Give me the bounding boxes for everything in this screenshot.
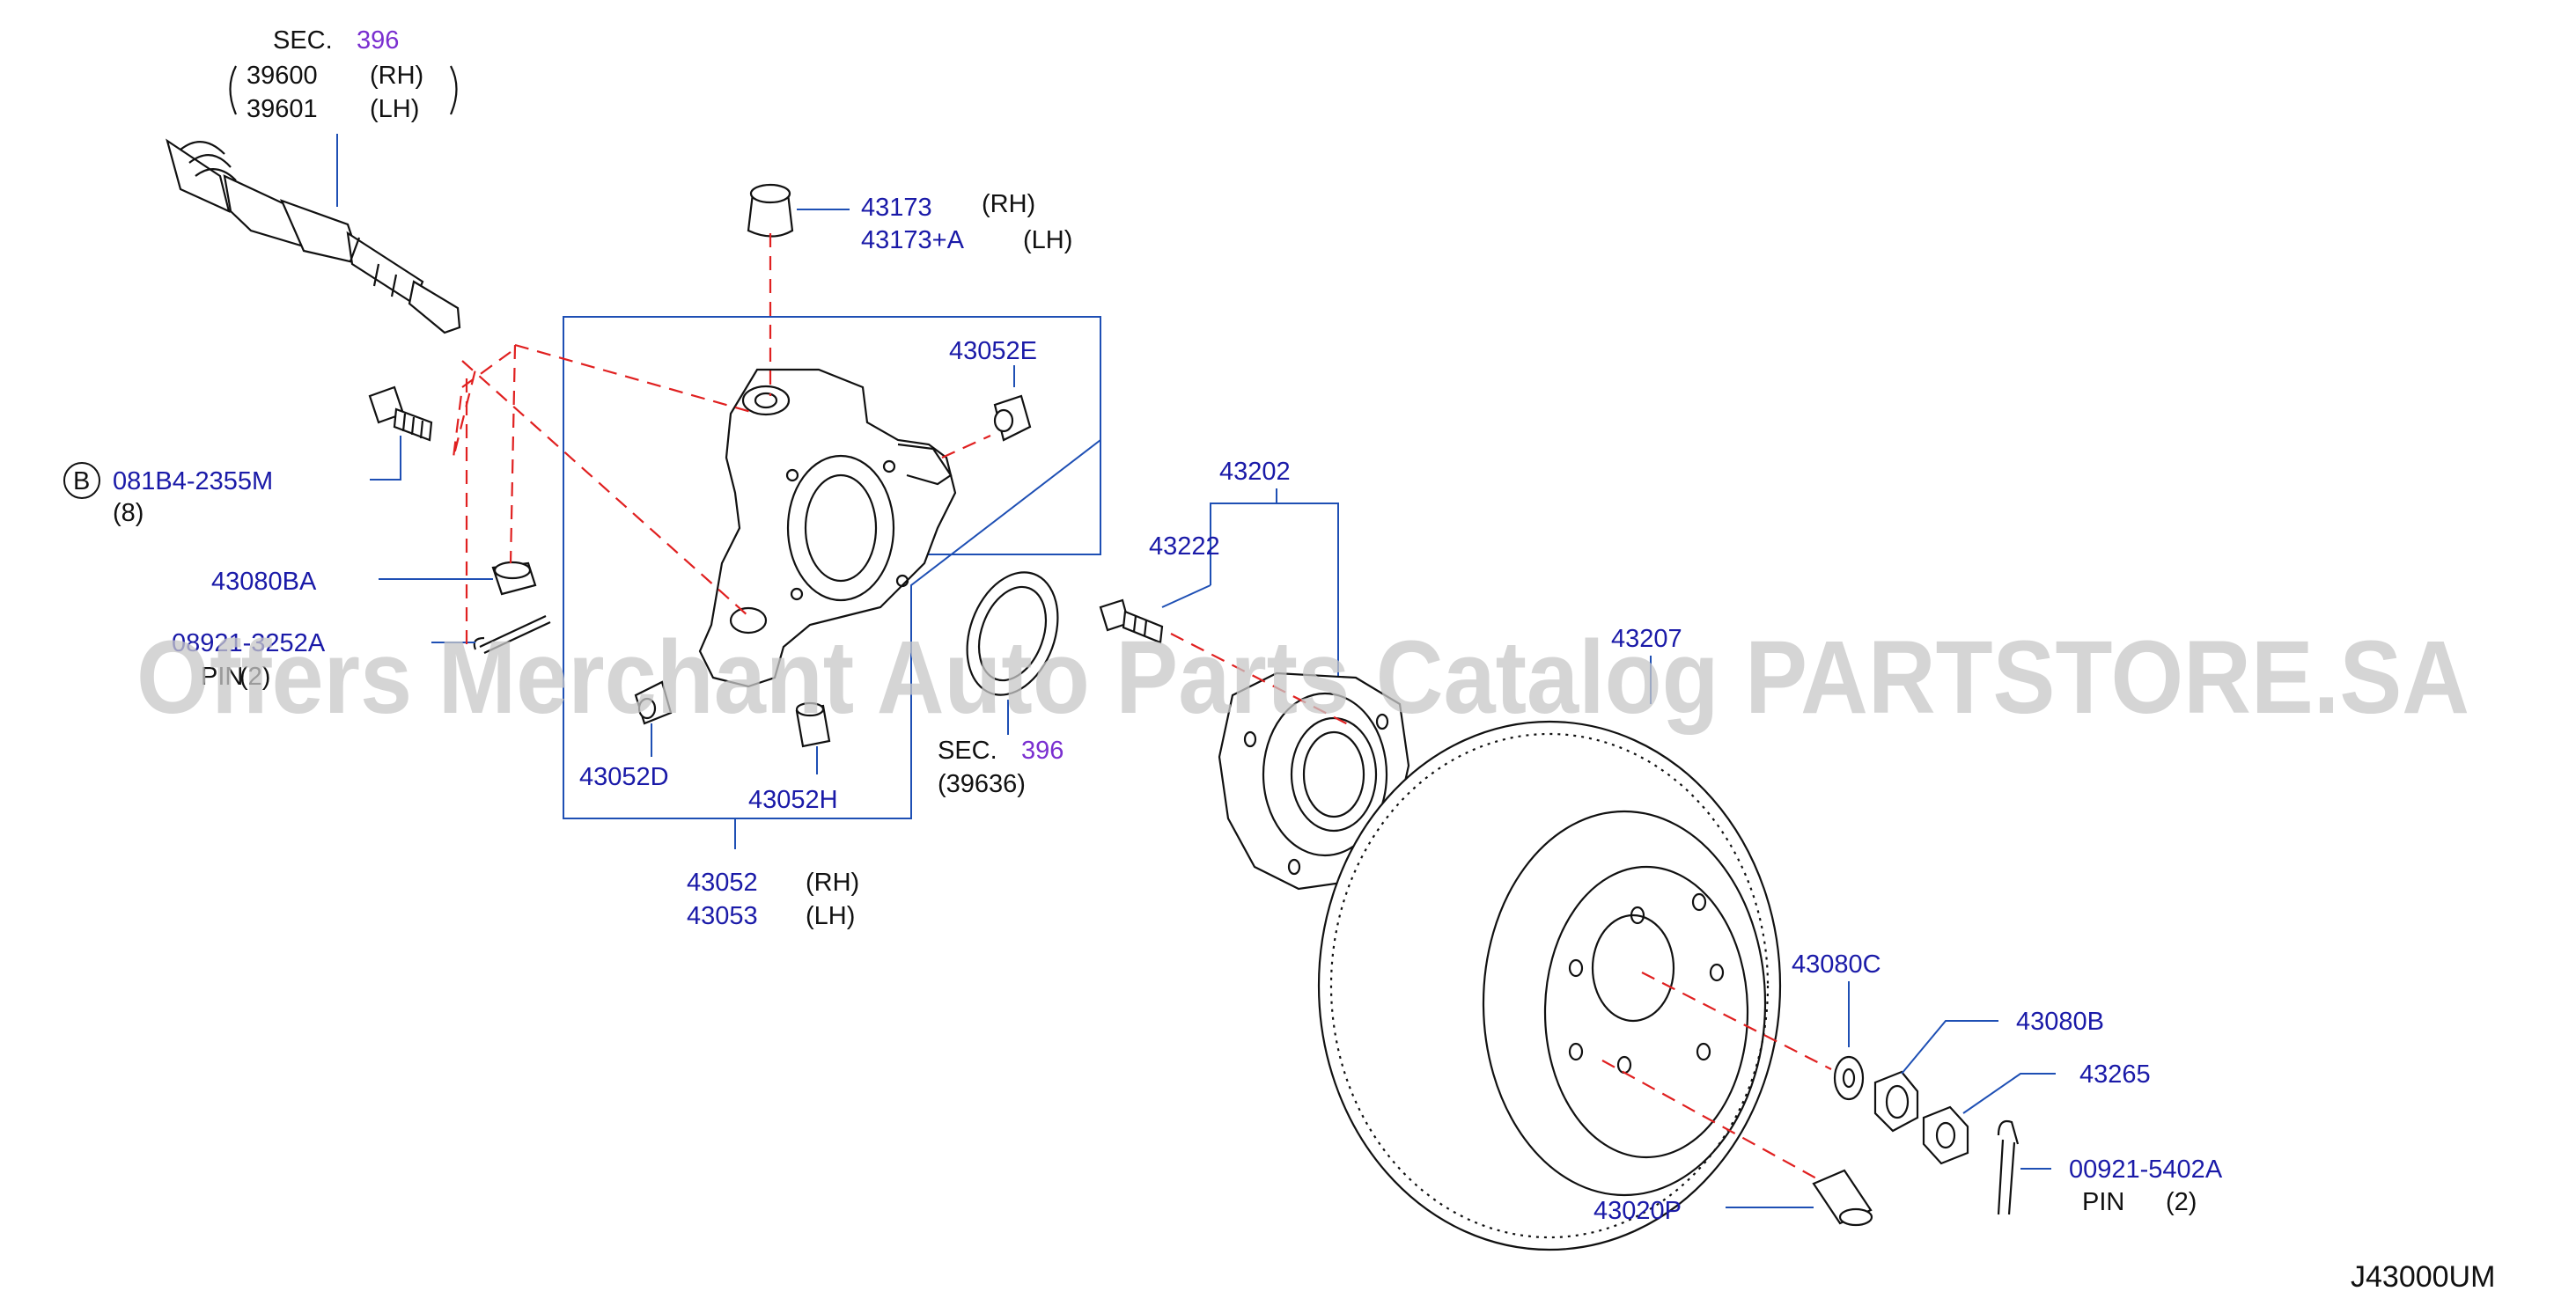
label-pin-left: PIN (201, 663, 243, 691)
label-pin-left-qty: (2) (239, 663, 270, 691)
label-43202[interactable]: 43202 (1219, 458, 1291, 486)
bolt-badge-letter: B (73, 467, 90, 495)
bushing-43052h (795, 701, 831, 774)
label-43052-side: (RH) (806, 869, 859, 897)
label-sec-top: SEC. (273, 26, 333, 55)
label-39600-side: (RH) (370, 62, 423, 90)
bolt-badge: B (63, 462, 100, 499)
bushing-43173 (747, 183, 850, 238)
label-sec-mid-num[interactable]: 396 (1021, 737, 1064, 765)
label-08921-3252a[interactable]: 08921-3252A (172, 629, 326, 657)
label-43052d[interactable]: 43052D (579, 763, 669, 791)
knuckle-group-bracket (563, 316, 1101, 849)
steering-knuckle (698, 368, 957, 688)
label-43080ba[interactable]: 43080BA (211, 568, 317, 596)
diagram-code: J43000UM (2351, 1260, 2495, 1294)
label-43173-side: (RH) (982, 190, 1035, 218)
label-43173a-side: (LH) (1023, 226, 1072, 254)
label-43053[interactable]: 43053 (687, 902, 758, 930)
label-43173a[interactable]: 43173+A (861, 226, 965, 254)
cotter-pin-left (431, 615, 551, 654)
label-43265[interactable]: 43265 (2079, 1060, 2151, 1089)
label-43052h[interactable]: 43052H (748, 786, 838, 814)
label-pin-right: PIN (2082, 1188, 2124, 1216)
label-43020p[interactable]: 43020P (1593, 1197, 1682, 1225)
bolt-081b4 (368, 385, 433, 481)
label-39601-side: (LH) (370, 95, 419, 123)
label-00921-5402a[interactable]: 00921-5402A (2069, 1156, 2223, 1184)
label-081b4-qty: (8) (113, 499, 144, 527)
label-43053-side: (LH) (806, 902, 855, 930)
hub-group-bracket (1210, 488, 1339, 686)
drive-shaft (166, 138, 461, 334)
brake-rotor (1317, 656, 1782, 1251)
label-39600: 39600 (247, 62, 318, 90)
label-43080b[interactable]: 43080B (2016, 1008, 2104, 1036)
label-sec-top-num[interactable]: 396 (357, 26, 399, 55)
label-43052[interactable]: 43052 (687, 869, 758, 897)
label-43222[interactable]: 43222 (1149, 532, 1220, 561)
seal-ring (966, 571, 1059, 735)
nut-cap-43265 (1922, 1073, 2056, 1165)
bushing-43052d (634, 680, 673, 757)
watermark-text: Offers Merchant Auto Parts Catalog PARTS… (136, 620, 2469, 736)
bushing-43052e (993, 365, 1032, 442)
label-43052e[interactable]: 43052E (949, 337, 1037, 365)
label-sec-mid-part: (39636) (938, 770, 1026, 798)
hub-bolt-43222 (1099, 584, 1211, 644)
nut-43080b (1873, 1020, 1998, 1133)
label-43173[interactable]: 43173 (861, 194, 932, 222)
cotter-pin-right (1997, 1119, 2051, 1215)
label-43207[interactable]: 43207 (1611, 625, 1682, 653)
nut-43080ba (379, 561, 537, 596)
label-sec-mid: SEC. (938, 737, 997, 765)
label-39601: 39601 (247, 95, 318, 123)
assembly-guide-lines (452, 233, 1832, 1180)
label-pin-right-qty: (2) (2166, 1188, 2197, 1216)
shaft-leader (229, 65, 458, 207)
label-43080c[interactable]: 43080C (1792, 950, 1881, 979)
washer-43080c (1833, 981, 1865, 1101)
label-081b4-2355m[interactable]: 081B4-2355M (113, 467, 273, 495)
hub-cap-43020p (1726, 1169, 1873, 1227)
